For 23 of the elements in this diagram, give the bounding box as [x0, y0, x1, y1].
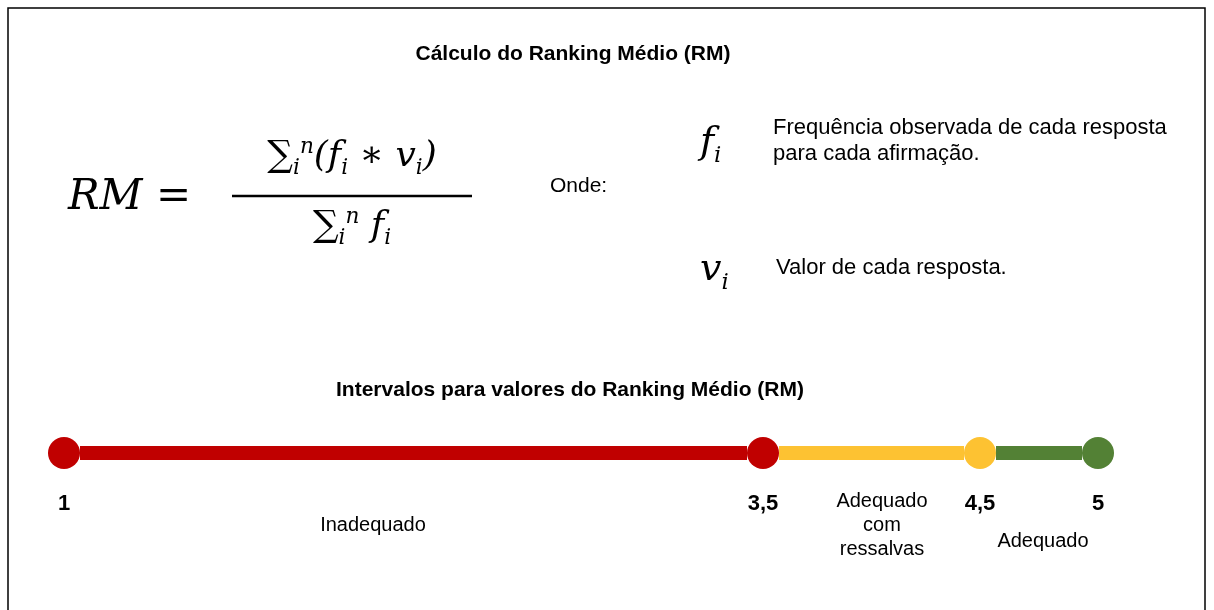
scale-point: [1082, 437, 1114, 469]
heading: Intervalos para valores do Ranking Médio (RM): [336, 376, 804, 402]
scale-value: 3,5: [747, 490, 779, 517]
scale-segment: [779, 446, 964, 460]
interval-label: Adequado: [997, 528, 1089, 552]
symbol-text: v$_{i}$: [700, 245, 729, 295]
scale-segment: [80, 446, 747, 460]
formula-text: ∑$_{i}$$^{n}$(f$_{i}$ ∗ v$_{i}$): [267, 132, 437, 181]
formula-text: RM =: [68, 170, 192, 221]
interval-label: Inadequado: [320, 512, 426, 536]
definition-text: Frequência observada de cada resposta para cada afirmação.: [773, 114, 1168, 167]
scale-value: 1: [57, 490, 71, 517]
scale-point: [964, 437, 996, 469]
definition-text: Valor de cada resposta.: [776, 254, 1007, 281]
formula-text: ∑$_{i}$$^{n}$ f$_{i}$: [312, 202, 392, 251]
scale-point: [747, 437, 779, 469]
title: Cálculo do Ranking Médio (RM): [415, 40, 731, 66]
scale-value: 4,5: [964, 490, 996, 517]
interval-label: Adequado com ressalvas: [835, 488, 929, 560]
label: Onde:: [550, 172, 608, 198]
scale-value: 5: [1091, 490, 1105, 517]
scale-point: [48, 437, 80, 469]
scale-segment: [996, 446, 1082, 460]
